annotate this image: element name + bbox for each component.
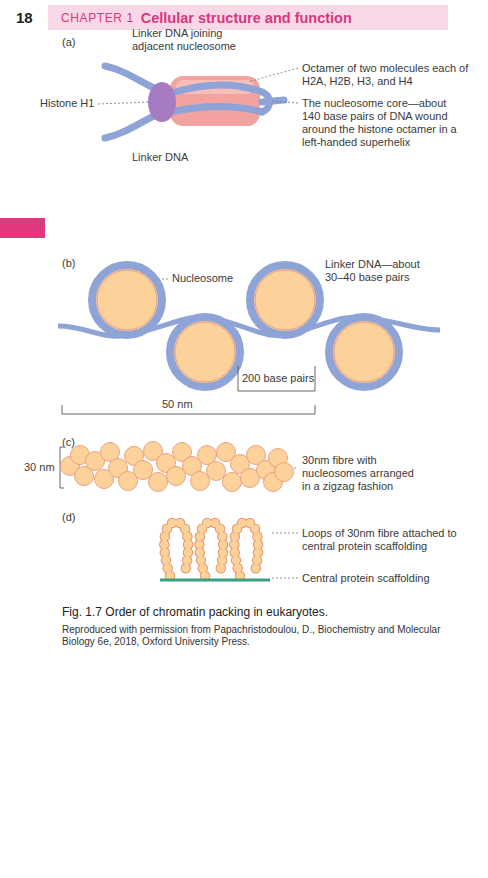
dimension: 50 nm <box>162 398 193 411</box>
dimension-brackets <box>60 366 315 488</box>
credit-note: Reproduced with permission from Papachri… <box>62 624 467 648</box>
histone-h1 <box>148 82 176 122</box>
nucleosome <box>92 265 162 335</box>
nucleosome <box>329 317 399 387</box>
dimension: 30 nm <box>24 461 55 474</box>
part-label: Loops of 30nm fibre attached to central … <box>302 527 470 553</box>
loop-fill <box>164 522 258 576</box>
leader-line <box>272 533 298 534</box>
part-label: Octamer of two molecules each of H2A, H2… <box>302 62 470 88</box>
part-label: Linker DNA—about 30–40 base pairs <box>325 258 437 284</box>
part-label: Nucleosome <box>172 272 233 285</box>
panel-letter: (c) <box>62 436 75 449</box>
dna-wrap <box>105 66 284 138</box>
part-label: The nucleosome core—about 140 base pairs… <box>302 97 464 149</box>
chapter-header: CHAPTER 1 Cellular structure and function <box>48 5 448 30</box>
fibre-loop <box>199 522 223 576</box>
nucleosome-rim <box>175 322 235 382</box>
fibre-bead <box>275 463 294 482</box>
nucleosome <box>250 265 320 335</box>
fibre-loop <box>164 522 188 576</box>
panel-letter: (b) <box>62 257 75 270</box>
leader-line <box>248 68 298 82</box>
fibre-bead <box>149 473 168 492</box>
panel-letter: (a) <box>62 36 75 49</box>
part-label: 30nm fibre with nucleosomes arranged in … <box>302 454 424 493</box>
bracket-200bp <box>238 366 315 391</box>
part-label: Linker DNA <box>132 151 188 164</box>
figure-caption: Fig. 1.7 Order of chromatin packing in e… <box>62 605 462 620</box>
fibre-30nm <box>61 442 294 492</box>
chapter-number: CHAPTER 1 <box>61 11 134 25</box>
dna-strand <box>175 85 262 92</box>
leader-line <box>272 578 298 579</box>
dimension: 200 base pairs <box>242 372 314 385</box>
fibre-loop <box>234 522 258 576</box>
fibre-loops <box>164 522 258 576</box>
side-tab <box>0 218 45 238</box>
nucleosomes <box>92 265 399 387</box>
leader-line <box>272 101 298 103</box>
nucleosome <box>170 317 240 387</box>
nucleosome-rim <box>334 322 394 382</box>
fibre-bead <box>207 462 226 481</box>
loop-outline <box>164 522 258 576</box>
fibre-loop <box>164 522 188 576</box>
nucleosome-rim <box>97 270 157 330</box>
fibre-bead <box>223 473 242 492</box>
fibre-loop <box>234 522 258 576</box>
leader-line <box>98 102 150 104</box>
part-label: Histone H1 <box>40 97 94 110</box>
part-label: Central protein scaffolding <box>302 572 430 585</box>
fibre-loop <box>199 522 223 576</box>
page-number: 18 <box>16 9 33 27</box>
dna-strand <box>175 107 262 112</box>
chapter-title: Cellular structure and function <box>141 10 352 26</box>
panel-letter: (d) <box>62 511 75 524</box>
nucleosome-rim <box>255 270 315 330</box>
protein-scaffold <box>160 579 270 582</box>
part-label: Linker DNA joining adjacent nucleosome <box>132 27 250 53</box>
